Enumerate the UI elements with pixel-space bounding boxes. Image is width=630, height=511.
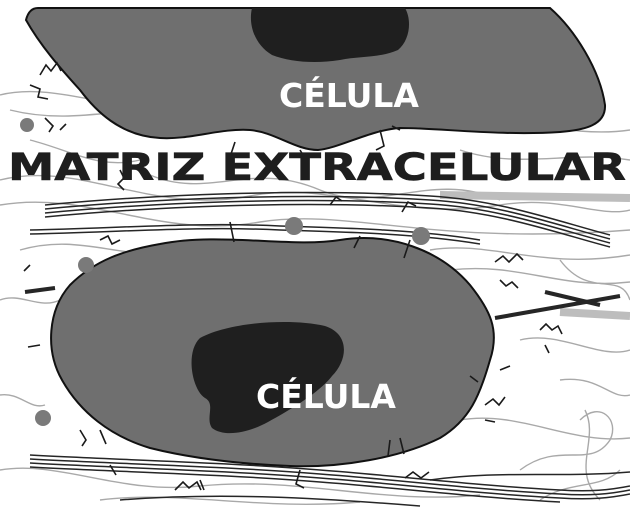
bottom-cell: CÉLULA: [51, 238, 494, 466]
particle-dot: [35, 410, 51, 426]
bottom-cell-label: CÉLULA: [256, 376, 396, 416]
top-cell-nucleus: [251, 8, 409, 62]
matrix-label: MATRIZ EXTRACELULAR: [8, 146, 626, 189]
particle-dot: [285, 217, 303, 235]
particle-dot: [412, 227, 430, 245]
top-cell: CÉLULA: [26, 8, 605, 150]
particle-dot: [20, 118, 34, 132]
top-cell-label: CÉLULA: [279, 75, 419, 115]
particle-dot: [78, 257, 94, 273]
